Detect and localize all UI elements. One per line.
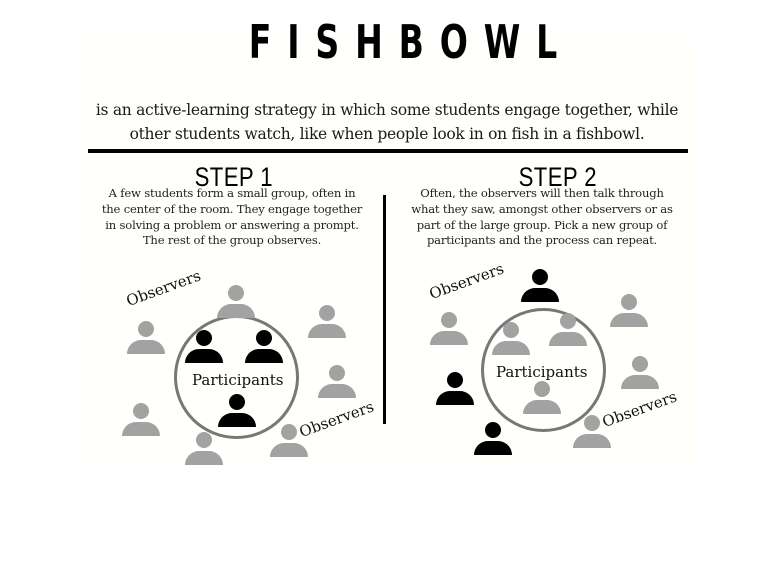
person-body-icon — [430, 331, 468, 345]
step-2-description: Often, the observers will then talk thro… — [390, 186, 694, 249]
person-head-icon — [584, 415, 600, 431]
horizontal-divider — [88, 149, 688, 153]
person-body-icon — [318, 384, 356, 398]
person-head-icon — [485, 422, 501, 438]
person-head-icon — [229, 394, 245, 410]
step-1-line: A few students form a small group, often… — [108, 186, 356, 200]
person-body-icon — [185, 349, 223, 363]
intro-text: is an active-learning strategy in which … — [78, 98, 696, 146]
person-head-icon — [319, 305, 335, 321]
step-1-description: A few students form a small group, often… — [84, 186, 380, 249]
person-body-icon — [523, 400, 561, 414]
person-body-icon — [492, 341, 530, 355]
person-head-icon — [441, 312, 457, 328]
step-2-heading: STEP 2 — [518, 162, 597, 192]
person-head-icon — [632, 356, 648, 372]
person-head-icon — [621, 294, 637, 310]
person-head-icon — [196, 330, 212, 346]
step-1-line: The rest of the group observes. — [142, 233, 322, 248]
step-1-participants-label: Participants — [192, 371, 284, 389]
person-head-icon — [138, 321, 154, 337]
person-body-icon — [521, 288, 559, 302]
step-2-line: part of the large group. Pick a new grou… — [416, 217, 668, 232]
person-head-icon — [228, 285, 244, 301]
person-body-icon — [308, 324, 346, 338]
intro-line-1: is an active-learning strategy in which … — [95, 101, 679, 119]
person-body-icon — [610, 313, 648, 327]
person-body-icon — [549, 332, 587, 346]
person-body-icon — [474, 441, 512, 455]
person-head-icon — [196, 432, 212, 448]
step-1-line: the center of the room. They engage toge… — [101, 201, 363, 216]
vertical-divider — [383, 195, 386, 424]
person-body-icon — [122, 422, 160, 436]
step-2-line: what they saw, amongst other observers o… — [411, 201, 673, 216]
step-2-line: participants and the process can repeat. — [426, 233, 658, 248]
step-1-line: in solving a problem or answering a prom… — [105, 217, 359, 232]
person-head-icon — [503, 322, 519, 338]
person-body-icon — [436, 391, 474, 405]
person-head-icon — [133, 403, 149, 419]
person-head-icon — [447, 372, 463, 388]
step-2-line: Often, the observers will then talk thro… — [420, 186, 664, 200]
person-head-icon — [534, 381, 550, 397]
step-2-fishbowl-circle — [481, 308, 606, 432]
person-body-icon — [245, 349, 283, 363]
person-body-icon — [217, 304, 255, 318]
person-body-icon — [127, 340, 165, 354]
step-2-participants-label: Participants — [496, 363, 588, 381]
page-title: FISHBOWL — [248, 15, 574, 69]
person-head-icon — [281, 424, 297, 440]
person-head-icon — [329, 365, 345, 381]
step-1-heading: STEP 1 — [194, 162, 273, 192]
person-head-icon — [532, 269, 548, 285]
person-body-icon — [218, 413, 256, 427]
intro-line-2: other students watch, like when people l… — [129, 125, 645, 143]
person-body-icon — [573, 434, 611, 448]
person-head-icon — [256, 330, 272, 346]
person-body-icon — [185, 451, 223, 465]
person-body-icon — [270, 443, 308, 457]
person-body-icon — [621, 375, 659, 389]
person-head-icon — [560, 313, 576, 329]
